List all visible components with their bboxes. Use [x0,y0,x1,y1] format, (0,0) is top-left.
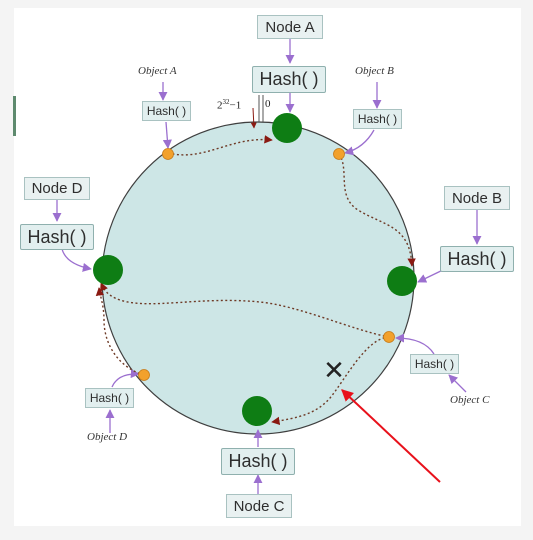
object-b-label: Object B [355,65,394,77]
ring-max-base: 2 [217,99,223,112]
node-d-box: Node D [24,177,90,200]
node-a-hash-box: Hash( ) [252,66,326,93]
object-d-hash-box: Hash( ) [85,388,134,408]
ring-max-suffix: −1 [229,99,242,112]
object-b-hash-box: Hash( ) [353,109,402,129]
node-b-hash-box: Hash( ) [440,246,514,272]
object-a-path [167,135,273,156]
node-a-box: Node A [257,15,323,39]
node-b-point [387,266,417,296]
connector [162,121,172,149]
object-a-hash-box: Hash( ) [142,101,191,121]
object-d-path [95,287,145,376]
ring-max-arrow [250,107,257,129]
connector [395,333,435,355]
object-d-label: Object D [87,431,128,443]
object-c-path-old [271,336,390,426]
ring-max-label: 232−1 [217,98,241,112]
hash-ring [101,121,415,435]
connector [448,374,467,393]
node-c-box: Node C [226,494,292,518]
ring-zero-label: 0 [265,98,271,110]
object-a-point [162,148,174,160]
failure-marker: ✕ [323,356,345,386]
object-c-hash-box: Hash( ) [410,354,459,374]
node-c-point [242,396,272,426]
object-b-point [333,148,345,160]
object-c-label: Object C [450,394,490,406]
node-c-hash-box: Hash( ) [221,448,295,475]
object-d-point [138,369,150,381]
connector [111,369,140,388]
object-c-path-new [100,282,390,338]
connector [344,129,375,156]
object-a-label: Object A [138,65,177,77]
node-b-box: Node B [444,186,510,210]
object-b-path [338,153,416,267]
node-d-point [93,255,123,285]
ring-max-exp: 32 [222,98,230,106]
connector [61,248,92,272]
object-c-point [383,331,395,343]
highlight-arrow [341,389,441,483]
edge-strip [13,96,16,136]
node-d-hash-box: Hash( ) [20,224,94,250]
node-a-point [272,113,302,143]
